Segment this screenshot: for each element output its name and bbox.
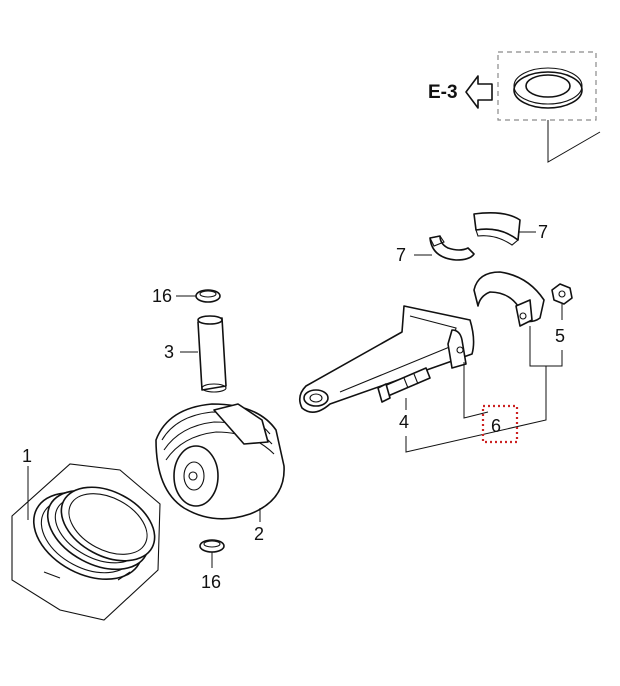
rings-outline [11,463,161,621]
callout-nut: 5 [555,326,565,346]
bolt-leader-lower [405,366,547,453]
bearing-upper[interactable] [473,212,521,246]
callout-rings: 1 [22,446,32,466]
rod-leader [463,362,489,419]
callout-bearing-upper: 7 [538,222,548,242]
seal-dashed-box [497,51,597,121]
piston[interactable] [155,403,285,520]
callout-bearing-lower: 7 [396,245,406,265]
reference-arrow-icon[interactable] [465,75,493,109]
connecting-rod[interactable] [298,271,545,413]
callout-piston: 2 [254,524,264,544]
pin-clip-lower[interactable] [199,539,225,553]
reference-group: E-3 [428,51,601,163]
reference-label[interactable]: E-3 [428,82,458,103]
piston-pin[interactable] [197,315,227,393]
callout-clip-upper: 16 [152,286,172,306]
bearing-lower[interactable] [429,235,475,261]
seal-leader-line [547,120,601,163]
rod-nut[interactable] [551,283,573,305]
rod-highlight-box[interactable] [481,404,519,444]
callout-clip-lower: 16 [201,572,221,592]
piston-rings[interactable] [11,463,167,621]
rod-bolt[interactable] [377,367,431,403]
callout-bolt: 4 [399,412,409,432]
callout-pin: 3 [164,342,174,362]
oil-seal[interactable] [513,67,583,109]
pin-clip-upper[interactable] [195,289,221,303]
callout-rod-assembly: 6 [491,416,501,436]
